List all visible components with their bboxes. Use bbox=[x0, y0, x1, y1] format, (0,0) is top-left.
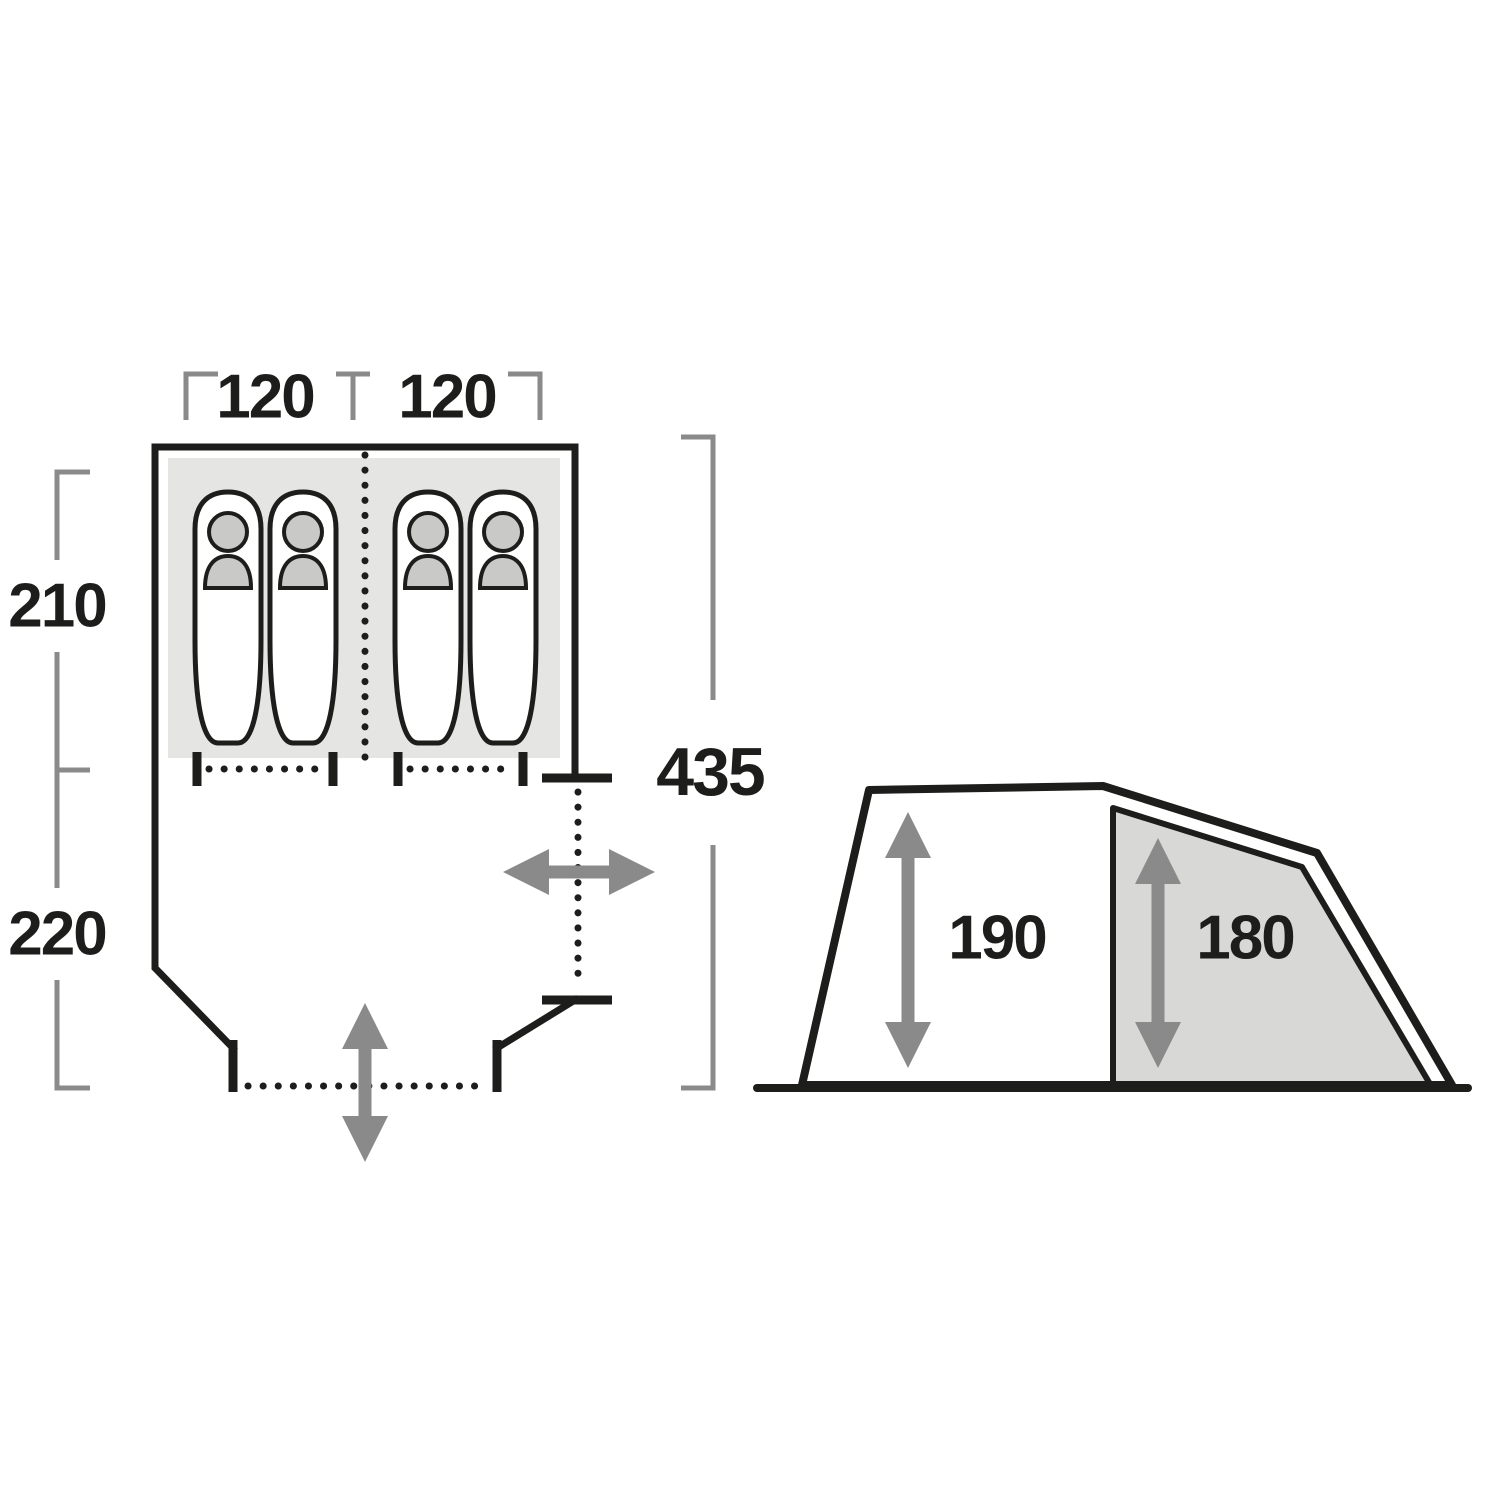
side-view: 190 180 bbox=[753, 782, 1472, 1092]
arrow-head-left bbox=[503, 849, 549, 895]
sleeping-bag-icon bbox=[270, 492, 336, 743]
inner-door-marks bbox=[192, 752, 528, 786]
arrow-head-up bbox=[885, 812, 931, 858]
side-door bbox=[503, 773, 655, 1005]
arrow-head-up bbox=[342, 1003, 388, 1049]
dimension-depths: 210 220 bbox=[8, 469, 108, 1091]
front-door bbox=[228, 1003, 502, 1162]
dimension-cabin-widths: 120 120 bbox=[183, 363, 543, 432]
front-door-direction-arrow bbox=[342, 1003, 388, 1162]
dim-label-width-right: 120 bbox=[398, 363, 495, 432]
sleeping-bag-icon bbox=[470, 492, 536, 743]
dimension-inner-height: 180 bbox=[1135, 838, 1296, 1068]
dimension-total-length: 435 bbox=[656, 434, 766, 1091]
dim-label-inner-height: 180 bbox=[1196, 904, 1293, 973]
wall-right-lower bbox=[492, 995, 580, 1053]
wall-left bbox=[151, 443, 238, 1053]
dim-bracket-depths bbox=[54, 469, 90, 1091]
dim-bracket-left bbox=[183, 371, 218, 420]
tent-wall-outline bbox=[151, 443, 580, 1053]
dim-bracket-total-length bbox=[681, 434, 716, 1091]
arrow-head-right bbox=[609, 849, 655, 895]
arrow-head-up bbox=[1135, 838, 1181, 884]
sleeping-bag-icon bbox=[395, 492, 461, 743]
sleeping-bag-icon bbox=[195, 492, 261, 743]
arrow-head-down bbox=[342, 1116, 388, 1162]
floor-plan: 120 120 210 220 435 bbox=[8, 363, 766, 1162]
dim-label-porch-depth: 220 bbox=[8, 900, 105, 969]
side-door-direction-arrow bbox=[503, 849, 655, 895]
arrow-head-down bbox=[885, 1022, 931, 1068]
dim-label-width-left: 120 bbox=[216, 363, 313, 432]
dim-label-peak-height: 190 bbox=[948, 904, 1045, 973]
dim-bracket-right bbox=[508, 371, 543, 420]
dim-bracket-middle bbox=[336, 371, 370, 420]
arrow-head-down bbox=[1135, 1022, 1181, 1068]
dimension-peak-height: 190 bbox=[885, 812, 1048, 1068]
dim-label-total-length: 435 bbox=[656, 734, 764, 810]
dim-label-sleeping-depth: 210 bbox=[8, 572, 105, 641]
